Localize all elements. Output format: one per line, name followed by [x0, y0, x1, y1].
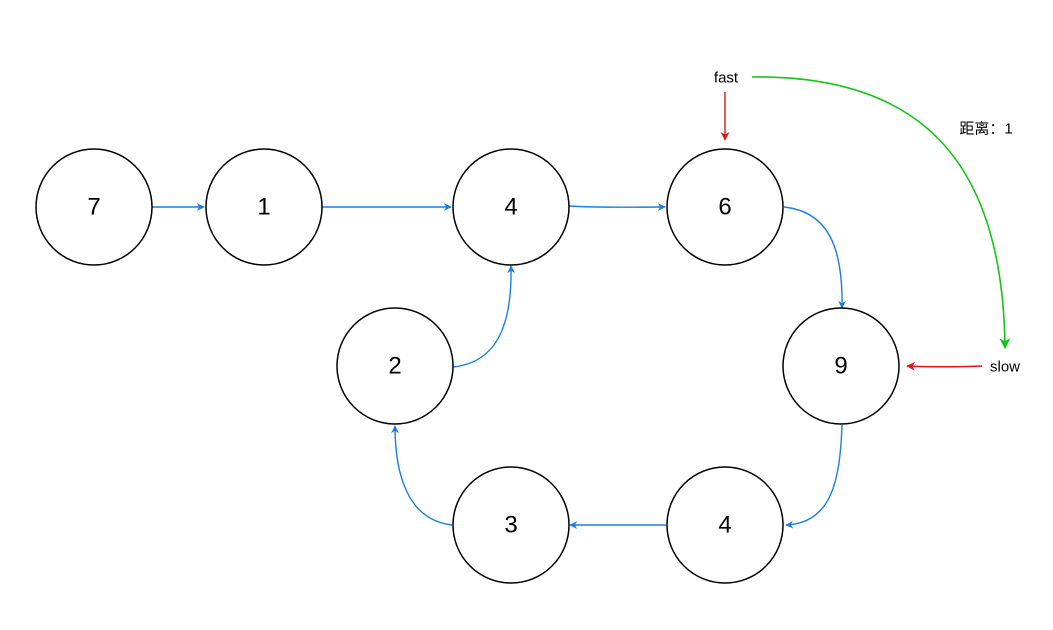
node-circle	[452, 466, 570, 584]
edge-3-to-2	[391, 425, 453, 526]
node-circle	[336, 307, 454, 425]
slow-label: slow	[990, 359, 1020, 376]
node-value: 7	[87, 194, 100, 221]
node-circle	[782, 307, 900, 425]
node-4-bottom: 4	[666, 466, 784, 584]
fast-label: fast	[714, 70, 739, 87]
distance-arrow	[751, 76, 1011, 350]
node-value: 6	[718, 194, 731, 221]
edge-6-to-9	[783, 206, 847, 309]
node-circle	[666, 466, 784, 584]
edge-2-to-4	[452, 265, 516, 368]
edge-9-to-4	[785, 424, 843, 529]
slow-pointer-arrow	[906, 361, 983, 371]
node-6: 6	[666, 148, 784, 266]
node-3: 3	[452, 466, 570, 584]
node-2: 2	[336, 307, 454, 425]
distance-label: 距离：1	[959, 121, 1012, 138]
node-value: 4	[504, 194, 517, 221]
edge-4-to-6	[568, 203, 666, 212]
node-value: 3	[504, 512, 517, 539]
node-circle	[35, 148, 153, 266]
node-value: 1	[257, 194, 270, 221]
node-1: 1	[205, 148, 323, 266]
node-value: 4	[718, 512, 731, 539]
edges	[152, 203, 847, 529]
node-4-top: 4	[452, 148, 570, 266]
node-value: 9	[834, 353, 847, 380]
node-9: 9	[782, 307, 900, 425]
node-circle	[666, 148, 784, 266]
pointers	[720, 76, 1011, 371]
node-value: 2	[388, 353, 401, 380]
node-circle	[205, 148, 323, 266]
node-7: 7	[35, 148, 153, 266]
node-circle	[452, 148, 570, 266]
